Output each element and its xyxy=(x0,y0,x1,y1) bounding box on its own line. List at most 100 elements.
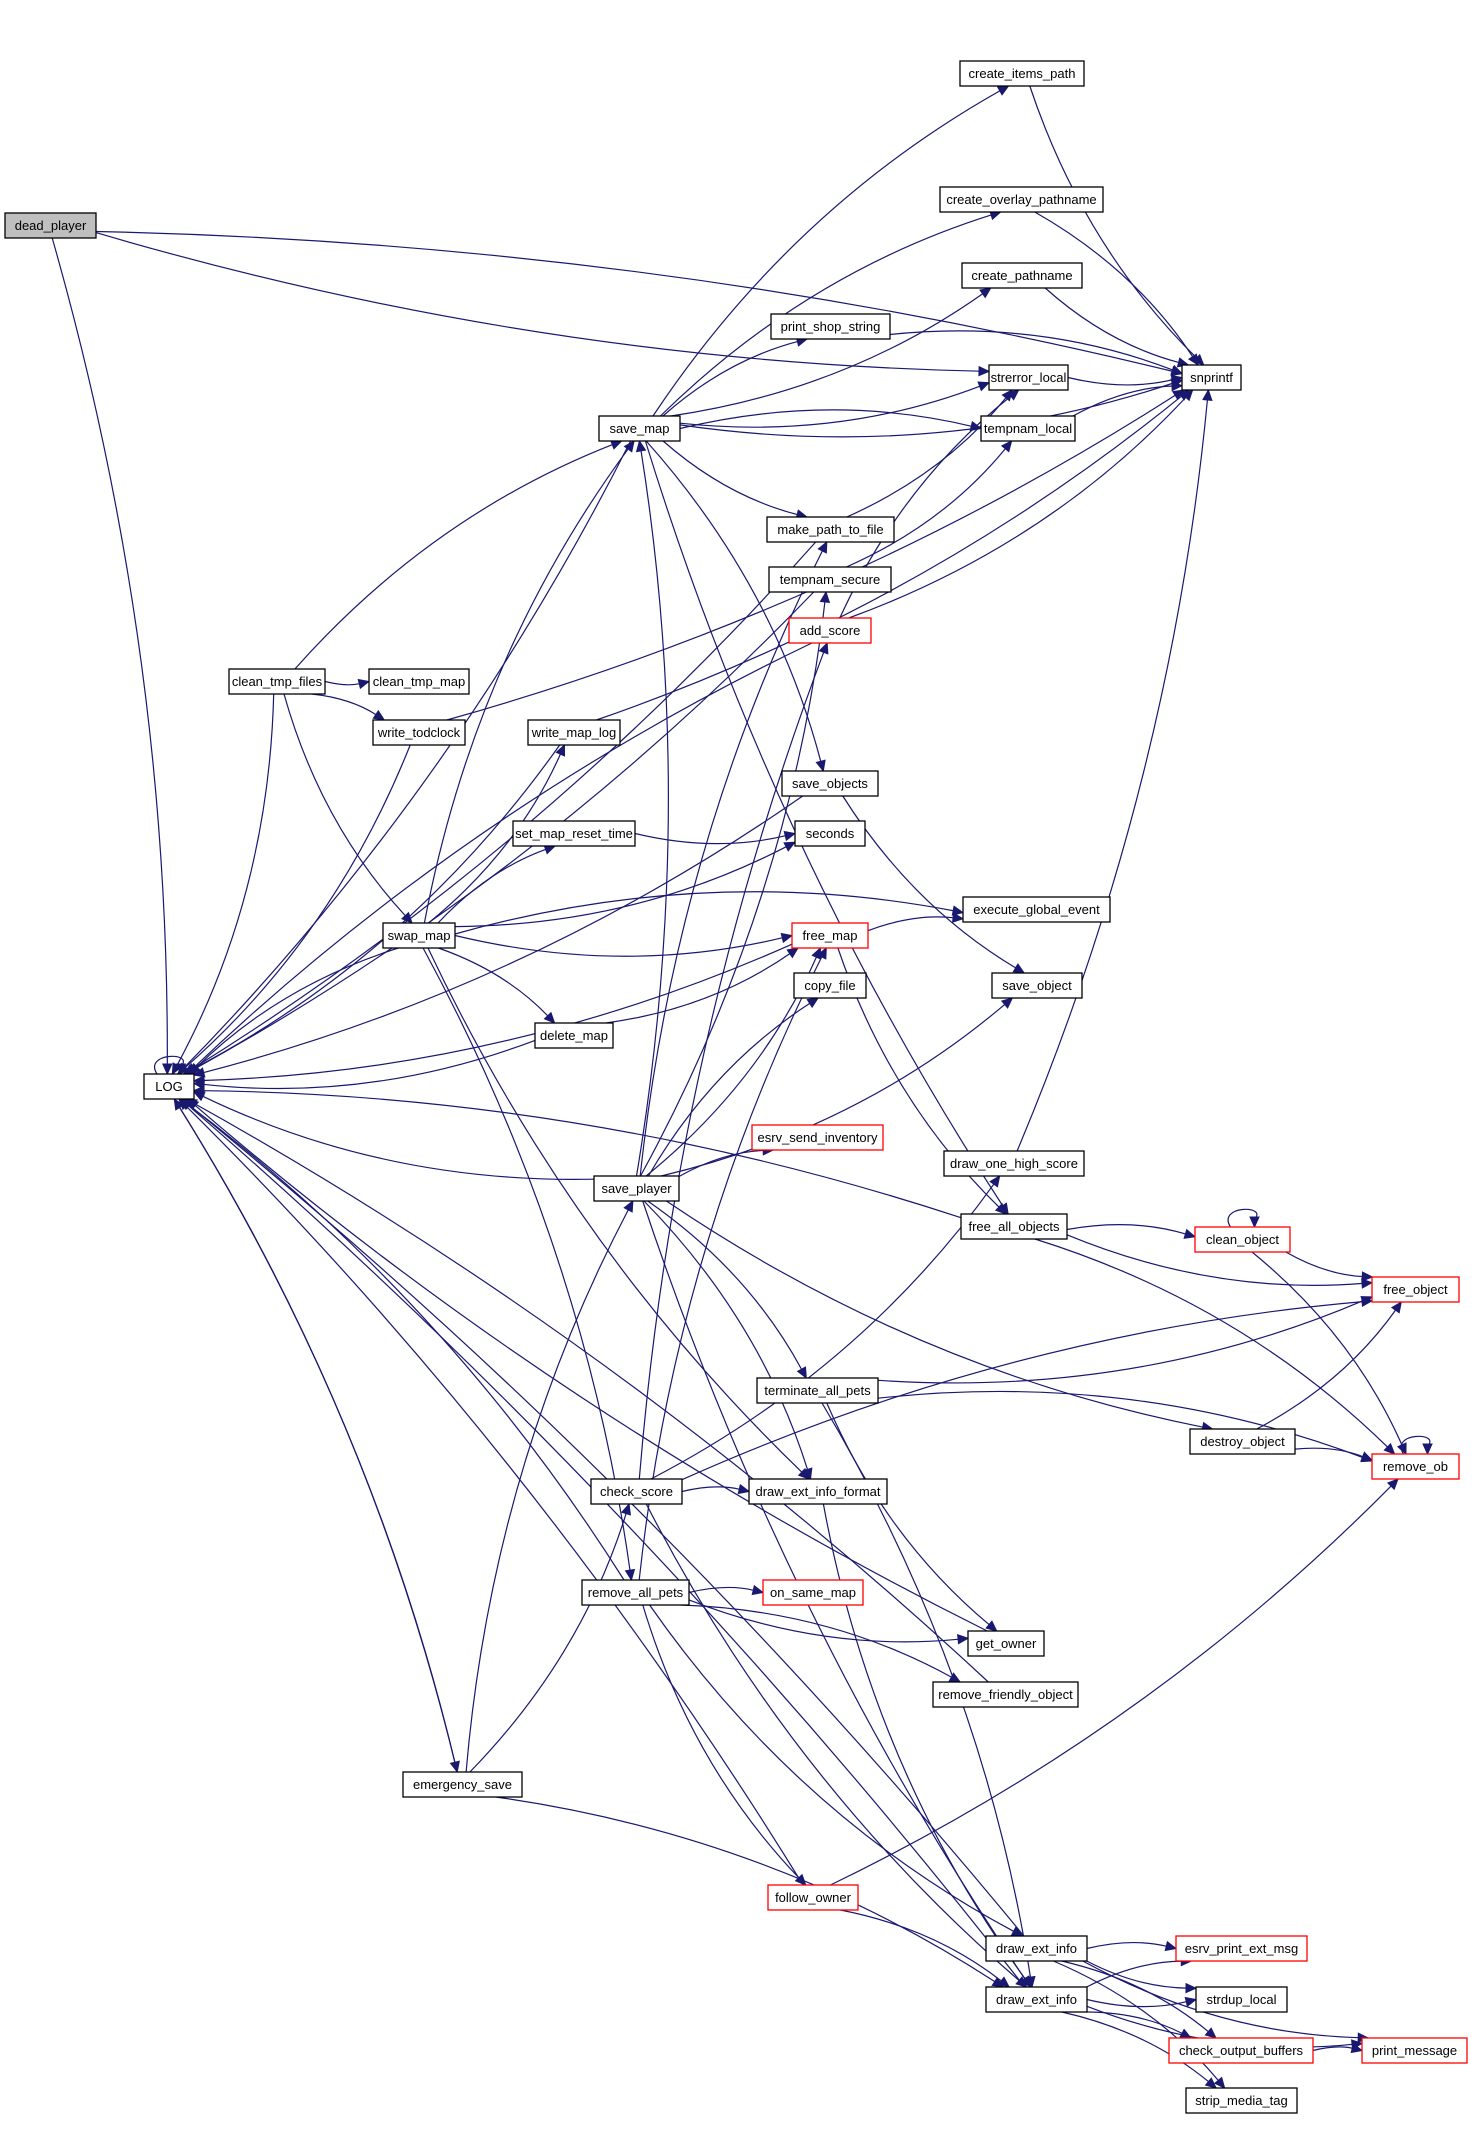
node-box[interactable] xyxy=(1371,1453,1460,1480)
node-box[interactable] xyxy=(1371,1276,1460,1303)
node-check-score[interactable]: check_score xyxy=(590,1478,683,1505)
node-box[interactable] xyxy=(598,415,681,442)
node-box[interactable] xyxy=(1181,364,1242,391)
node-destroy-object[interactable]: destroy_object xyxy=(1189,1428,1296,1455)
node-box[interactable] xyxy=(368,668,470,695)
node-create-items-path[interactable]: create_items_path xyxy=(959,60,1085,87)
node-save-player[interactable]: save_player xyxy=(593,1175,680,1202)
node-box[interactable] xyxy=(791,922,869,949)
node-box[interactable] xyxy=(794,820,866,847)
node-seconds[interactable]: seconds xyxy=(794,820,866,847)
node-create-pathname[interactable]: create_pathname xyxy=(961,262,1083,289)
node-add-score[interactable]: add_score xyxy=(788,617,872,644)
node-free-all-objects[interactable]: free_all_objects xyxy=(960,1213,1068,1240)
node-box[interactable] xyxy=(991,972,1083,999)
node-box[interactable] xyxy=(788,617,872,644)
node-draw-ext-info-a[interactable]: draw_ext_info xyxy=(985,1935,1088,1962)
node-remove-friendly-object[interactable]: remove_friendly_object xyxy=(932,1681,1079,1708)
node-box[interactable] xyxy=(967,1630,1045,1657)
node-box[interactable] xyxy=(143,1073,195,1100)
node-box[interactable] xyxy=(1185,2087,1298,2114)
node-follow-owner[interactable]: follow_owner xyxy=(767,1884,859,1911)
node-box[interactable] xyxy=(767,1884,859,1911)
node-execute-global-event[interactable]: execute_global_event xyxy=(962,896,1111,923)
node-box[interactable] xyxy=(382,922,456,949)
node-free-object[interactable]: free_object xyxy=(1371,1276,1460,1303)
node-clean-tmp-files[interactable]: clean_tmp_files xyxy=(228,668,326,695)
node-box[interactable] xyxy=(793,972,867,999)
node-box[interactable] xyxy=(985,1986,1088,2013)
node-box[interactable] xyxy=(1168,2037,1314,2064)
node-box[interactable] xyxy=(590,1478,683,1505)
node-terminate-all-pets[interactable]: terminate_all_pets xyxy=(756,1377,879,1404)
node-box[interactable] xyxy=(980,415,1076,442)
node-box[interactable] xyxy=(770,313,891,340)
node-box[interactable] xyxy=(1194,1226,1291,1253)
node-box[interactable] xyxy=(581,1579,690,1606)
node-box[interactable] xyxy=(762,1579,864,1606)
node-box[interactable] xyxy=(939,186,1104,213)
node-box[interactable] xyxy=(988,364,1069,391)
node-clean-object[interactable]: clean_object xyxy=(1194,1226,1291,1253)
node-box[interactable] xyxy=(781,770,879,797)
node-print-shop-string[interactable]: print_shop_string xyxy=(770,313,891,340)
node-swap-map[interactable]: swap_map xyxy=(382,922,456,949)
node-create-overlay-pathname[interactable]: create_overlay_pathname xyxy=(939,186,1104,213)
node-strip-media-tag[interactable]: strip_media_tag xyxy=(1185,2087,1298,2114)
node-esrv-print-ext-msg[interactable]: esrv_print_ext_msg xyxy=(1175,1935,1308,1962)
node-tempnam-secure[interactable]: tempnam_secure xyxy=(768,566,892,593)
node-save-objects[interactable]: save_objects xyxy=(781,770,879,797)
node-box[interactable] xyxy=(372,719,466,746)
node-write-todclock[interactable]: write_todclock xyxy=(372,719,466,746)
node-dead-player[interactable]: dead_player xyxy=(4,212,97,239)
node-box[interactable] xyxy=(512,820,636,847)
node-box[interactable] xyxy=(1195,1986,1288,2013)
node-box[interactable] xyxy=(1175,1935,1308,1962)
node-remove-ob[interactable]: remove_ob xyxy=(1371,1453,1460,1480)
node-check-output-buffers[interactable]: check_output_buffers xyxy=(1168,2037,1314,2064)
node-draw-one-high-score[interactable]: draw_one_high_score xyxy=(943,1150,1085,1177)
node-copy-file[interactable]: copy_file xyxy=(793,972,867,999)
node-draw-ext-info-format[interactable]: draw_ext_info_format xyxy=(748,1478,888,1505)
node-save-map[interactable]: save_map xyxy=(598,415,681,442)
node-get-owner[interactable]: get_owner xyxy=(967,1630,1045,1657)
node-write-map-log[interactable]: write_map_log xyxy=(527,719,621,746)
node-box[interactable] xyxy=(748,1478,888,1505)
node-snprintf[interactable]: snprintf xyxy=(1181,364,1242,391)
node-on-same-map[interactable]: on_same_map xyxy=(762,1579,864,1606)
node-box[interactable] xyxy=(1361,2037,1468,2064)
node-box[interactable] xyxy=(959,60,1085,87)
node-box[interactable] xyxy=(943,1150,1085,1177)
node-box[interactable] xyxy=(962,896,1111,923)
node-tempnam-local[interactable]: tempnam_local xyxy=(980,415,1076,442)
node-box[interactable] xyxy=(402,1771,523,1798)
node-remove-all-pets[interactable]: remove_all_pets xyxy=(581,1579,690,1606)
node-LOG[interactable]: LOG xyxy=(143,1073,195,1100)
node-print-message[interactable]: print_message xyxy=(1361,2037,1468,2064)
node-box[interactable] xyxy=(961,262,1083,289)
node-box[interactable] xyxy=(534,1022,614,1049)
node-box[interactable] xyxy=(1189,1428,1296,1455)
node-delete-map[interactable]: delete_map xyxy=(534,1022,614,1049)
node-box[interactable] xyxy=(932,1681,1079,1708)
node-strerror-local[interactable]: strerror_local xyxy=(988,364,1069,391)
node-box[interactable] xyxy=(527,719,621,746)
node-strdup-local[interactable]: strdup_local xyxy=(1195,1986,1288,2013)
node-box[interactable] xyxy=(751,1124,884,1151)
node-emergency-save[interactable]: emergency_save xyxy=(402,1771,523,1798)
node-box[interactable] xyxy=(228,668,326,695)
node-box[interactable] xyxy=(766,516,895,543)
node-box[interactable] xyxy=(985,1935,1088,1962)
node-save-object[interactable]: save_object xyxy=(991,972,1083,999)
node-draw-ext-info-b[interactable]: draw_ext_info xyxy=(985,1986,1088,2013)
node-set-map-reset-time[interactable]: set_map_reset_time xyxy=(512,820,636,847)
node-box[interactable] xyxy=(593,1175,680,1202)
node-esrv-send-inventory[interactable]: esrv_send_inventory xyxy=(751,1124,884,1151)
node-free-map[interactable]: free_map xyxy=(791,922,869,949)
node-box[interactable] xyxy=(768,566,892,593)
node-clean-tmp-map[interactable]: clean_tmp_map xyxy=(368,668,470,695)
node-make-path-to-file[interactable]: make_path_to_file xyxy=(766,516,895,543)
node-box[interactable] xyxy=(4,212,97,239)
node-box[interactable] xyxy=(756,1377,879,1404)
node-box[interactable] xyxy=(960,1213,1068,1240)
